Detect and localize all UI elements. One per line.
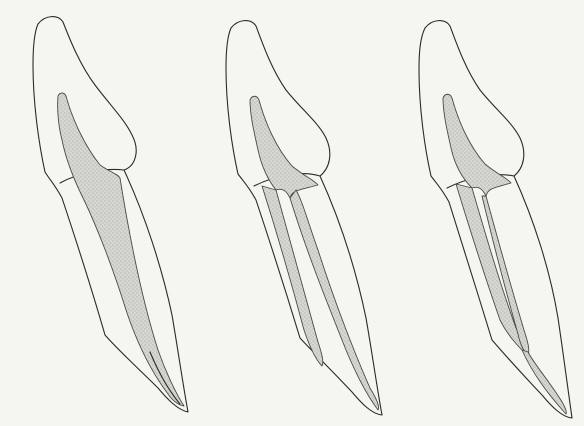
tooth-3-apical-canal	[522, 350, 566, 414]
tooth-panel-1	[33, 17, 188, 412]
tooth-2-canal-a	[262, 186, 323, 366]
tooth-1-pulp-canal	[58, 93, 184, 406]
tooth-3-outline	[419, 21, 572, 418]
tooth-panel-2	[226, 21, 382, 415]
tooth-3-canal-a	[456, 184, 525, 352]
tooth-panel-3	[419, 21, 572, 418]
tooth-3-pulp-chamber	[443, 94, 511, 196]
